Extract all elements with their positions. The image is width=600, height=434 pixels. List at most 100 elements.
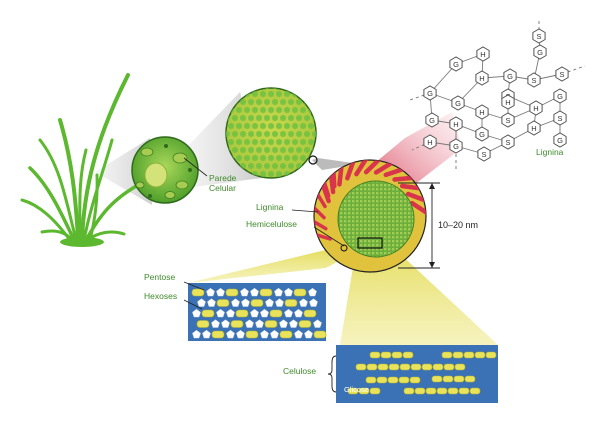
pentose-unit [197, 298, 206, 307]
lignin-structure: SGHGSGHSHGHSGSHGSHGGSHGSHG [409, 18, 586, 170]
lignin-unit: S [555, 66, 569, 82]
lignin-unit: G [503, 68, 517, 84]
lignin-unit-label: S [505, 116, 510, 125]
pentose-unit [308, 287, 317, 297]
cellulose-bracket [327, 355, 337, 393]
hexose-unit [293, 288, 307, 297]
lignin-unit-label: H [531, 124, 536, 133]
pentose-unit [192, 308, 201, 318]
pentose-unit [309, 298, 318, 307]
plant-cell-circle [131, 136, 199, 204]
lignin-unit: S [532, 28, 546, 44]
zoom-beam-hemicellulose [188, 247, 350, 283]
pentose-unit [284, 287, 293, 297]
lignin-unit: S [553, 110, 567, 126]
lignin-unit: G [449, 56, 463, 72]
pentose-unit [192, 329, 201, 339]
lignin-unit: H [501, 94, 515, 110]
glucose-unit [425, 387, 437, 395]
pentose-unit [250, 287, 259, 297]
lignin-unit-label: G [557, 136, 563, 145]
grass-plant-base [60, 237, 104, 247]
lignin-unit-label: S [557, 114, 562, 123]
pentose-unit [226, 308, 235, 318]
hexose-unit [264, 320, 278, 328]
glucose-unit [347, 387, 359, 395]
glucose-unit [441, 351, 453, 359]
lignin-unit-label: G [427, 89, 433, 98]
hexose-unit [216, 299, 230, 307]
pentose-unit [236, 329, 245, 339]
pentose-unit [274, 287, 283, 297]
pentose-unit [304, 329, 313, 339]
glucose-unit [380, 351, 392, 359]
hemicellulose-leader-line [313, 226, 345, 247]
lignin-unit: H [529, 100, 543, 116]
lignin-unit: G [449, 138, 463, 154]
glucose-unit [453, 375, 465, 383]
lignin-unit-label: H [427, 138, 432, 147]
hexose-unit [191, 288, 205, 297]
hexose-unit [269, 309, 283, 318]
pentose-unit [255, 319, 264, 328]
pentose-unit [294, 329, 303, 339]
pentose-unit [216, 308, 225, 318]
grass-plant-icon [20, 73, 140, 242]
cell-wall-leader-line [183, 157, 208, 177]
hexose-unit [279, 330, 293, 339]
pentose-unit [265, 298, 274, 307]
lignin-unit: H [449, 116, 463, 132]
size-indicator [398, 182, 440, 269]
lignin-unit: S [477, 146, 491, 162]
glucose-unit [464, 375, 476, 383]
glucose-unit [377, 363, 389, 371]
pentose-label: Pentose [144, 272, 176, 282]
pentose-unit [202, 329, 211, 339]
lignin-unit-label: H [505, 98, 510, 107]
lignin-unit-label: G [429, 116, 435, 125]
zoom-beam-tissue-to-fiber [312, 158, 360, 170]
pentose-unit [260, 308, 269, 318]
lignin-unit: S [527, 72, 541, 88]
lignin-unit: G [533, 44, 547, 60]
pentose-unit [241, 298, 250, 307]
hexose-unit [284, 299, 298, 307]
lignin-unit: H [475, 70, 489, 86]
glucose-unit [387, 376, 399, 384]
lignin-unit: G [553, 88, 567, 104]
cellulose-region-marker [357, 237, 383, 249]
pentose-unit [284, 308, 293, 318]
hexose-unit [230, 320, 244, 328]
glucose-label: Glicose [344, 385, 370, 394]
cell-wall-label: Parede Celular [209, 173, 237, 194]
pentose-unit [270, 329, 279, 339]
pentose-leader-line [183, 281, 205, 291]
cell-wall-label-line2: Celular [209, 182, 236, 193]
lignin-unit: G [553, 132, 567, 148]
lignin-unit-label: G [537, 48, 543, 57]
glucose-unit [442, 375, 454, 383]
glucose-unit [399, 363, 411, 371]
pentose-unit [289, 319, 298, 328]
glucose-unit [452, 351, 464, 359]
lignin-unit: H [476, 46, 490, 62]
lignin-unit: H [475, 104, 489, 120]
hexose-unit [225, 288, 239, 297]
pentose-unit [211, 319, 220, 328]
glucose-unit [365, 376, 377, 384]
lignin-unit: G [425, 112, 439, 128]
pentose-unit [226, 329, 235, 339]
glucose-unit [443, 363, 455, 371]
hexose-unit [211, 330, 225, 339]
glucose-unit [391, 351, 403, 359]
cell-wall-label-line1: Parede [209, 173, 237, 183]
glucose-unit [414, 387, 426, 395]
pentose-unit [275, 298, 284, 307]
pentose-unit [294, 308, 303, 318]
glucose-unit [358, 387, 370, 395]
lignin-unit-label: S [559, 70, 564, 79]
size-label: 10–20 nm [438, 220, 479, 230]
lignin-unit-label: S [505, 138, 510, 147]
glucose-unit [474, 351, 486, 359]
